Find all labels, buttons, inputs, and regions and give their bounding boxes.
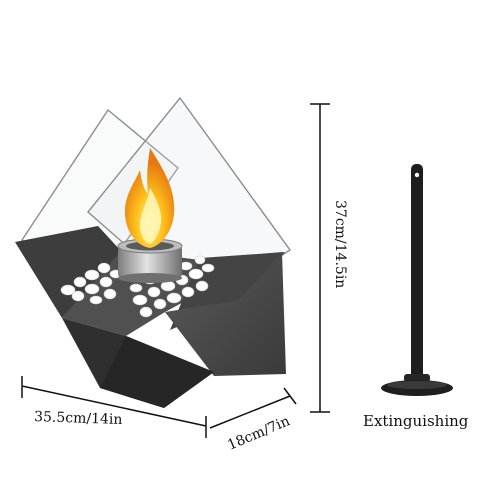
extinguisher-rod — [411, 164, 423, 384]
base-front-face — [100, 336, 214, 408]
depth-label: 18cm/7in — [225, 413, 292, 454]
height-dimension — [310, 103, 330, 413]
extinguishing-tool — [381, 164, 453, 396]
width-dimension — [21, 376, 207, 438]
white-stones — [60, 255, 215, 318]
height-label: 37cm/14.5in — [332, 200, 348, 288]
burner-cup — [117, 238, 183, 283]
extinguishing-label: Extinguishing — [363, 412, 469, 430]
depth-dimension — [209, 387, 297, 429]
base-lower-right-leg — [165, 252, 286, 376]
base-back-plate — [15, 226, 122, 318]
width-label: 35.5cm/14in — [34, 409, 123, 428]
extinguisher-hang-hole — [414, 172, 420, 178]
flame — [124, 148, 175, 248]
